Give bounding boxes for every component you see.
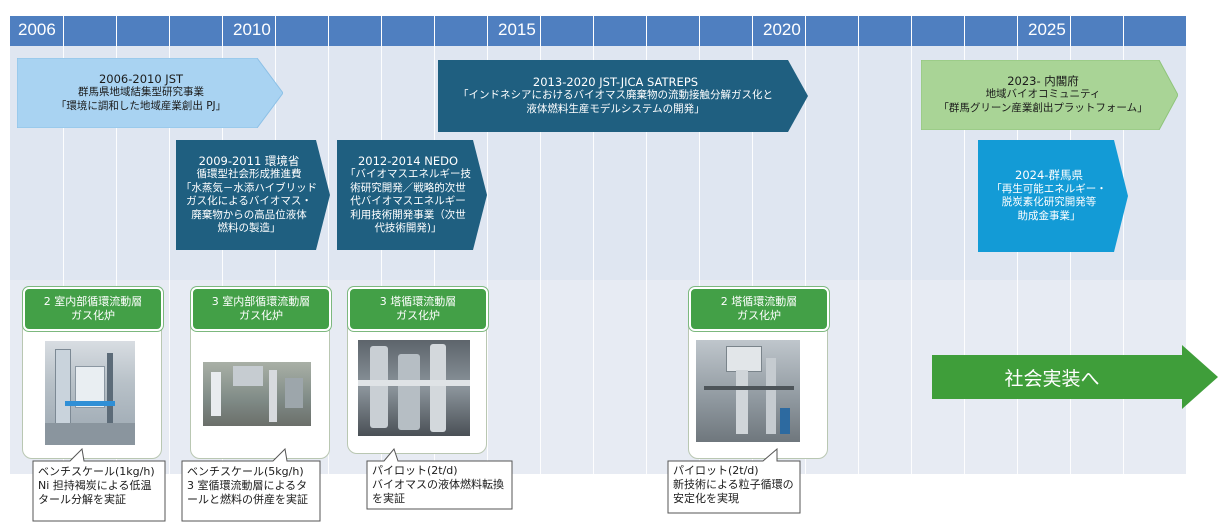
project-line: ガス化によるバイオマス・ bbox=[186, 195, 312, 207]
reactor-subtitle: ガス化炉 bbox=[396, 309, 440, 322]
callout-line: ベンチスケール(5kg/h) bbox=[187, 465, 304, 478]
arrow-shape bbox=[921, 60, 1178, 130]
project-line: 「環境に調和した地域産業創出 PJ」 bbox=[55, 99, 227, 112]
project-line: 脱炭素化研究開発等 bbox=[1001, 196, 1097, 208]
reactor-callout: パイロット(2t/d) 新技術による粒子循環の 安定化を実現 bbox=[667, 448, 801, 514]
arrow-shape bbox=[337, 140, 487, 250]
reactor-header: 2 室内部循環流動層 ガス化炉 bbox=[23, 287, 163, 331]
project-line: 術研究開発／戦略的次世 bbox=[350, 181, 466, 194]
reactor-subtitle: ガス化炉 bbox=[737, 309, 781, 322]
reactor-header: 3 塔循環流動層 ガス化炉 bbox=[348, 287, 488, 331]
year-label-2015: 2015 bbox=[498, 20, 536, 39]
callout-line: 新技術による粒子循環の bbox=[673, 478, 794, 491]
project-jst: 2006-2010 JST 群馬県地域結集型研究事業 「環境に調和した地域産業創… bbox=[17, 58, 283, 128]
project-title: 2012-2014 NEDO bbox=[357, 153, 459, 168]
year-label-2020: 2020 bbox=[763, 20, 801, 39]
callout-shape bbox=[667, 448, 801, 514]
reactor-subtitle: ガス化炉 bbox=[71, 309, 115, 322]
project-line: 助成金事業」 bbox=[1017, 209, 1081, 222]
project-title: 2013-2020 JST-JICA SATREPS bbox=[532, 74, 699, 89]
reactor-callout: パイロット(2t/d) バイオマスの液体燃料転換 を実証 bbox=[366, 448, 513, 510]
social-implementation-label: 社会実装へ bbox=[1004, 367, 1100, 390]
reactor-header: 2 塔循環流動層 ガス化炉 bbox=[689, 287, 829, 331]
project-line: 群馬県地域結集型研究事業 bbox=[78, 86, 204, 99]
project-line: 廃棄物からの高品位液体 bbox=[191, 208, 307, 221]
project-cabinet-office: 2023- 内閣府 地域バイオコミュニティ 「群馬グリーン産業創出プラットフォー… bbox=[921, 60, 1178, 130]
reactor-photo bbox=[203, 362, 311, 426]
callout-line: バイオマスの液体燃料転換 bbox=[372, 478, 504, 491]
project-nedo: 2012-2014 NEDO 「バイオマスエネルギー技 術研究開発／戦略的次世 … bbox=[337, 140, 487, 250]
callout-line: 3 室循環流動層によるタ bbox=[187, 479, 308, 492]
project-title: 2009-2011 環境省 bbox=[198, 153, 300, 168]
reactor-photo bbox=[696, 340, 800, 442]
social-implementation-arrow: 社会実装へ bbox=[932, 345, 1220, 409]
reactor-callout: ベンチスケール(1kg/h) Ni 担持褐炭による低温 タール分解を実証 bbox=[32, 448, 166, 522]
year-label-2010: 2010 bbox=[233, 20, 271, 39]
callout-line: パイロット(2t/d) bbox=[673, 464, 759, 477]
callout-shape bbox=[366, 448, 513, 510]
arrow-shape bbox=[438, 60, 808, 132]
reactor-callout: ベンチスケール(5kg/h) 3 室循環流動層によるタ ールと燃料の併産を実証 bbox=[181, 448, 321, 522]
reactor-photo bbox=[45, 341, 135, 445]
project-title: 2024-群馬県 bbox=[1015, 168, 1083, 182]
callout-line: ールと燃料の併産を実証 bbox=[187, 493, 308, 506]
project-title: 2006-2010 JST bbox=[98, 71, 184, 86]
reactor-photo bbox=[358, 340, 470, 436]
project-line: 液体燃料生産モデルシステムの開発」 bbox=[526, 102, 705, 115]
project-title: 2023- 内閣府 bbox=[1007, 73, 1079, 88]
project-line: 「インドネシアにおけるバイオマス廃棄物の流動接触分解ガス化と bbox=[458, 89, 773, 102]
project-line: 「水蒸気－水添ハイブリッド bbox=[180, 181, 318, 194]
project-line: 循環型社会形成推進費 bbox=[196, 168, 302, 180]
arrow-shape bbox=[176, 140, 330, 250]
year-label-2006: 2006 bbox=[18, 20, 56, 39]
callout-line: ベンチスケール(1kg/h) bbox=[38, 465, 155, 478]
year-label-2025: 2025 bbox=[1028, 20, 1066, 39]
callout-line: Ni 担持褐炭による低温 bbox=[38, 479, 152, 492]
year-header: 2006 2010 2015 2020 2025 bbox=[10, 16, 1186, 46]
callout-line: タール分解を実証 bbox=[38, 493, 126, 506]
project-line: 燃料の製造」 bbox=[217, 222, 281, 234]
reactor-title: 3 室内部循環流動層 bbox=[211, 295, 311, 308]
arrow-shape bbox=[978, 140, 1128, 252]
callout-line: パイロット(2t/d) bbox=[372, 464, 458, 477]
reactor-header: 3 室内部循環流動層 ガス化炉 bbox=[191, 287, 331, 331]
project-line: 「バイオマスエネルギー技 bbox=[345, 168, 471, 180]
project-satreps: 2013-2020 JST-JICA SATREPS 「インドネシアにおけるバイ… bbox=[438, 60, 808, 132]
project-line: 代技術開発)」 bbox=[374, 222, 442, 234]
callout-shape bbox=[32, 448, 166, 522]
project-line: 地域バイオコミュニティ bbox=[985, 88, 1101, 101]
arrow-shape bbox=[17, 58, 283, 128]
project-line: 「再生可能エネルギー・ bbox=[991, 182, 1107, 195]
reactor-title: 2 室内部循環流動層 bbox=[43, 295, 143, 308]
project-line: 「群馬グリーン産業創出プラットフォーム」 bbox=[938, 101, 1148, 114]
project-line: 代バイオマスエネルギー bbox=[350, 195, 466, 207]
reactor-title: 3 塔循環流動層 bbox=[379, 295, 457, 308]
reactor-subtitle: ガス化炉 bbox=[239, 309, 283, 322]
arrow-shape bbox=[932, 345, 1218, 409]
project-line: 利用技術開発事業（次世 bbox=[350, 208, 466, 221]
callout-line: を実証 bbox=[372, 492, 405, 505]
callout-line: 安定化を実現 bbox=[673, 492, 739, 505]
project-env-ministry: 2009-2011 環境省 循環型社会形成推進費 「水蒸気－水添ハイブリッド ガ… bbox=[176, 140, 330, 250]
callout-shape bbox=[181, 448, 321, 522]
project-gunma-pref: 2024-群馬県 「再生可能エネルギー・ 脱炭素化研究開発等 助成金事業」 bbox=[978, 140, 1128, 252]
reactor-title: 2 塔循環流動層 bbox=[720, 295, 798, 308]
